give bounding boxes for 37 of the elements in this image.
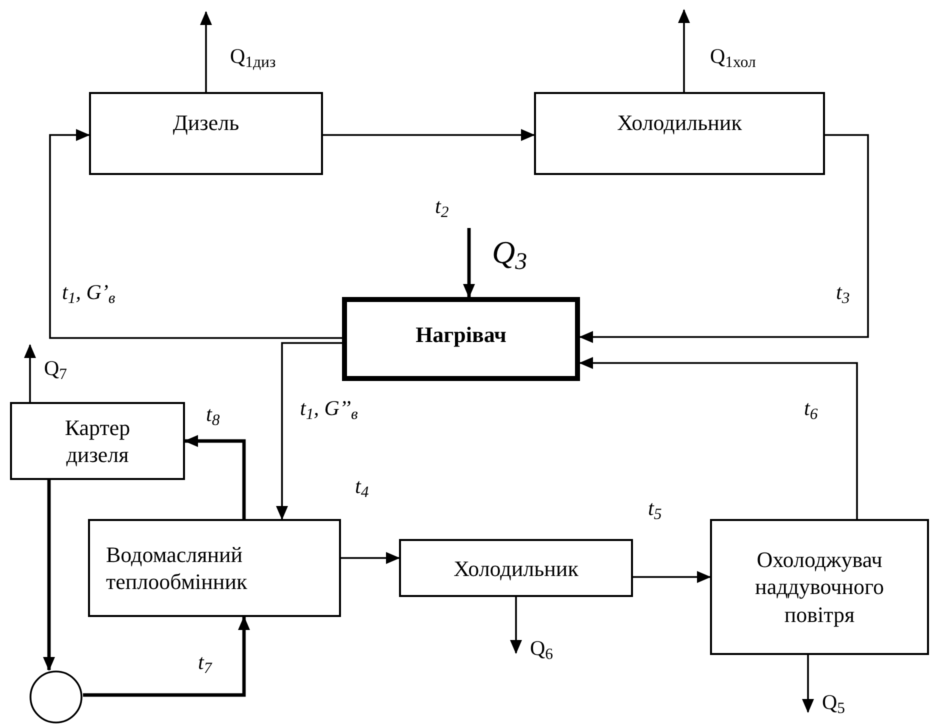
edge-label: t$_{1}$, G’’$_{в}$ [300, 398, 358, 419]
process-box [534, 92, 825, 175]
box-label: Охолоджувач наддувочного повітря [754, 546, 885, 628]
arrow [323, 129, 535, 141]
process-box [399, 539, 633, 597]
arrow [463, 228, 475, 298]
process-box [710, 519, 929, 655]
box-label: Холодильник [454, 554, 578, 582]
pump-circle [29, 670, 83, 724]
box-label: Водомасляний теплообмінник [106, 540, 248, 596]
process-box [88, 519, 341, 617]
arrow [579, 357, 858, 519]
arrow [43, 480, 55, 671]
edge-label: Q$_{7}$ [44, 358, 68, 379]
arrow [579, 134, 869, 343]
arrow [633, 571, 711, 583]
process-box [342, 297, 580, 381]
box-label: Холодильник [617, 109, 742, 137]
arrow [83, 616, 250, 697]
arrow [276, 342, 342, 520]
edge-label: Q$_{6}$ [530, 638, 554, 659]
edge-label: Q$_{1хол}$ [710, 46, 756, 67]
arrow [510, 597, 522, 654]
arrow [200, 11, 212, 92]
arrow [24, 344, 36, 402]
edge-label: Q$_{5}$ [822, 692, 846, 713]
box-label: Картер дизеля [64, 414, 132, 468]
box-label: Дизель [172, 109, 240, 137]
process-box [89, 92, 323, 175]
edge-label: t$_{1}$, G’$_{в}$ [62, 282, 116, 303]
arrow [184, 435, 246, 519]
arrow [341, 552, 400, 564]
box-label: Нагрівач [416, 321, 506, 349]
arrow [49, 129, 342, 339]
arrow [678, 9, 690, 92]
arrow [802, 655, 814, 713]
process-box [10, 402, 185, 480]
